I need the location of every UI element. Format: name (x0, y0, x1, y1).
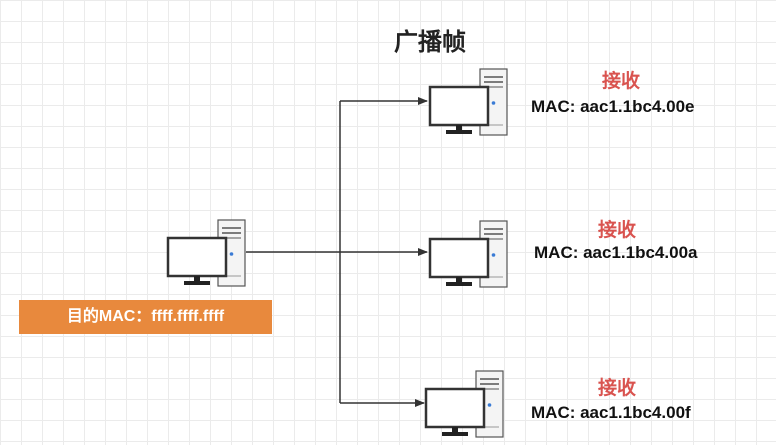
receiver-3-computer-icon (424, 369, 505, 439)
receiver-1-status: 接收 (601, 71, 640, 92)
receiver-3-mac: MAC: aac1.1bc4.00f (531, 403, 691, 422)
connectors (246, 97, 428, 407)
sender-computer-icon (166, 218, 247, 288)
receiver-2-computer-icon (428, 219, 509, 289)
diagram-title: 广播帧 (394, 29, 466, 56)
receiver-1-computer-icon (428, 67, 509, 137)
receiver-3-status: 接收 (597, 378, 636, 399)
destination-mac-badge: 目的MAC：ffff.ffff.ffff (19, 300, 272, 334)
receiver-2-mac: MAC: aac1.1bc4.00a (534, 243, 698, 262)
receiver-1-mac: MAC: aac1.1bc4.00e (531, 97, 695, 116)
receiver-2-status: 接收 (597, 220, 636, 241)
